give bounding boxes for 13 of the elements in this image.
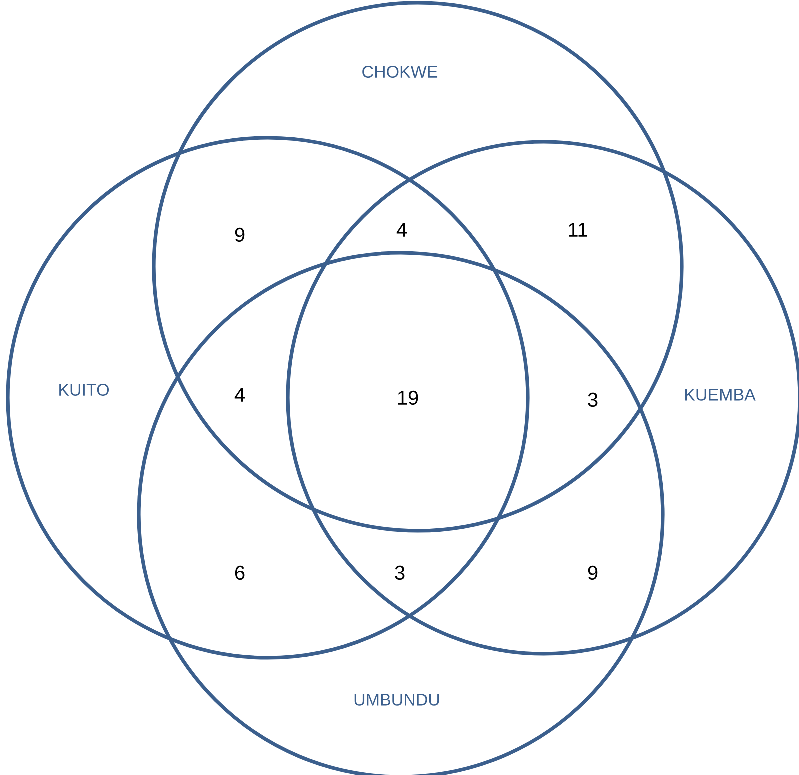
region-count: 4 [396,223,407,237]
region-count: 11 [569,223,588,237]
region-count: 19 [398,390,418,406]
region-count: 6 [235,566,245,580]
set-label: KUEMBA [686,389,756,401]
set-label: CHOKWE [362,66,438,78]
set-label: UMBUNDU [354,694,440,706]
region-count: 9 [235,228,245,242]
set-label: KUITO [60,384,109,396]
region-count: 3 [395,566,405,580]
region-count: 3 [588,392,598,408]
region-count: 9 [588,566,598,580]
region-count: 4 [234,388,245,402]
